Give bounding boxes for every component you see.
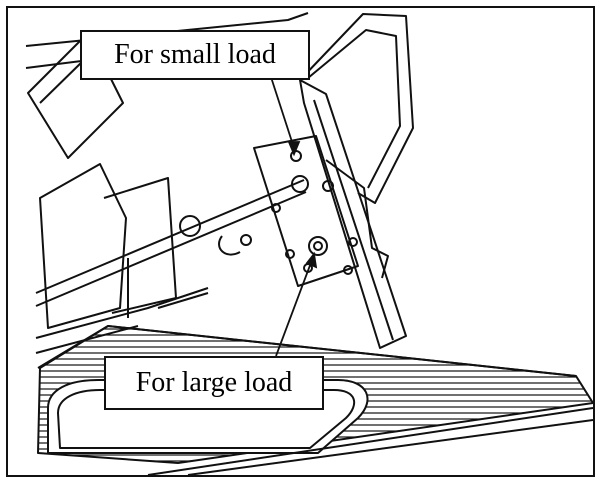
large-load-leader (275, 259, 313, 357)
bracket (325, 159, 389, 279)
large-load-socket (308, 236, 328, 256)
spit-rod (35, 179, 305, 294)
hinge-post (299, 79, 407, 349)
large-load-arrowhead (305, 251, 318, 269)
callout-small-load: For small load (80, 30, 310, 80)
open-lid (299, 13, 414, 204)
left-lid-panel (27, 32, 124, 159)
callout-large-load: For large load (104, 356, 324, 410)
diagram-frame: For small load For large load (6, 6, 595, 477)
callout-large-load-text: For large load (135, 367, 293, 398)
mount-plate (253, 135, 359, 287)
firebox-side (39, 163, 127, 329)
callout-small-load-text: For small load (114, 39, 276, 70)
small-load-arrowhead (287, 141, 301, 157)
small-load-leader (269, 73, 295, 149)
